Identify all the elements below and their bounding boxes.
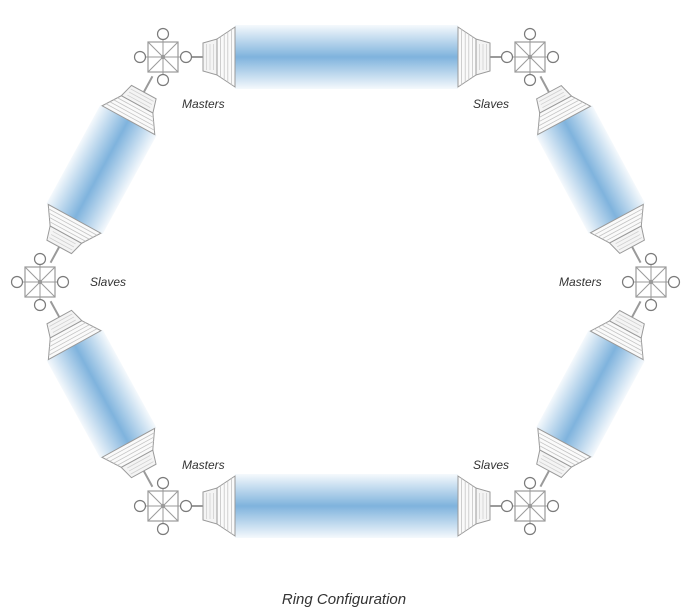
node-mid-right xyxy=(621,252,681,312)
mount-ring xyxy=(133,50,147,64)
mount-ring xyxy=(56,275,70,289)
link-lower-left xyxy=(46,300,157,488)
radio-unit xyxy=(46,203,102,255)
link-lower-right xyxy=(536,300,645,488)
label-masters-top-left: Masters xyxy=(182,97,225,111)
label-masters-mid-right: Masters xyxy=(559,275,602,289)
beam xyxy=(46,329,157,459)
radio-unit xyxy=(202,26,236,88)
link-upper-right xyxy=(535,75,646,264)
node-mid-left xyxy=(10,252,70,312)
mount-ring xyxy=(546,499,560,513)
mount-ring xyxy=(156,476,170,490)
radio-unit xyxy=(589,309,645,361)
radio-unit xyxy=(589,203,645,255)
radio-unit xyxy=(457,475,491,537)
label-slaves-top-right: Slaves xyxy=(473,97,510,111)
mount-ring xyxy=(156,27,170,41)
label-masters-bottom-left: Masters xyxy=(182,458,225,472)
mount-ring xyxy=(500,50,514,64)
mount-ring xyxy=(156,522,170,536)
mount-ring xyxy=(523,27,537,41)
beam xyxy=(235,25,458,89)
radio-unit xyxy=(46,309,103,361)
mount-ring xyxy=(523,522,537,536)
radio-unit xyxy=(101,84,157,136)
beam xyxy=(536,330,645,458)
node-bottom-left xyxy=(133,476,193,536)
mount-ring xyxy=(33,252,47,266)
mount-ring xyxy=(546,50,560,64)
beam xyxy=(235,474,458,538)
radio-unit xyxy=(100,427,157,479)
mount-ring xyxy=(133,499,147,513)
mount-ring xyxy=(621,275,635,289)
node-bottom-right xyxy=(500,476,560,536)
beam xyxy=(46,104,157,235)
link-bottom xyxy=(185,474,508,538)
radio-unit xyxy=(202,475,236,537)
mount-ring xyxy=(667,275,681,289)
diagram-caption: Ring Configuration xyxy=(281,591,407,608)
node-top-right xyxy=(500,27,560,87)
mount-ring xyxy=(179,50,193,64)
node-top-left xyxy=(133,27,193,87)
mount-ring xyxy=(500,499,514,513)
mount-ring xyxy=(156,73,170,87)
mount-ring xyxy=(644,298,658,312)
label-slaves-bottom-right: Slaves xyxy=(473,458,510,472)
mount-ring xyxy=(10,275,24,289)
radio-unit xyxy=(457,26,491,88)
label-slaves-mid-left: Slaves xyxy=(90,275,127,289)
link-top xyxy=(185,25,508,89)
mount-ring xyxy=(644,252,658,266)
radio-unit xyxy=(536,427,592,479)
mount-ring xyxy=(33,298,47,312)
mount-ring xyxy=(179,499,193,513)
mount-ring xyxy=(523,476,537,490)
radio-unit xyxy=(536,84,592,136)
mount-ring xyxy=(523,73,537,87)
beam xyxy=(535,105,646,234)
link-upper-left xyxy=(46,75,157,264)
